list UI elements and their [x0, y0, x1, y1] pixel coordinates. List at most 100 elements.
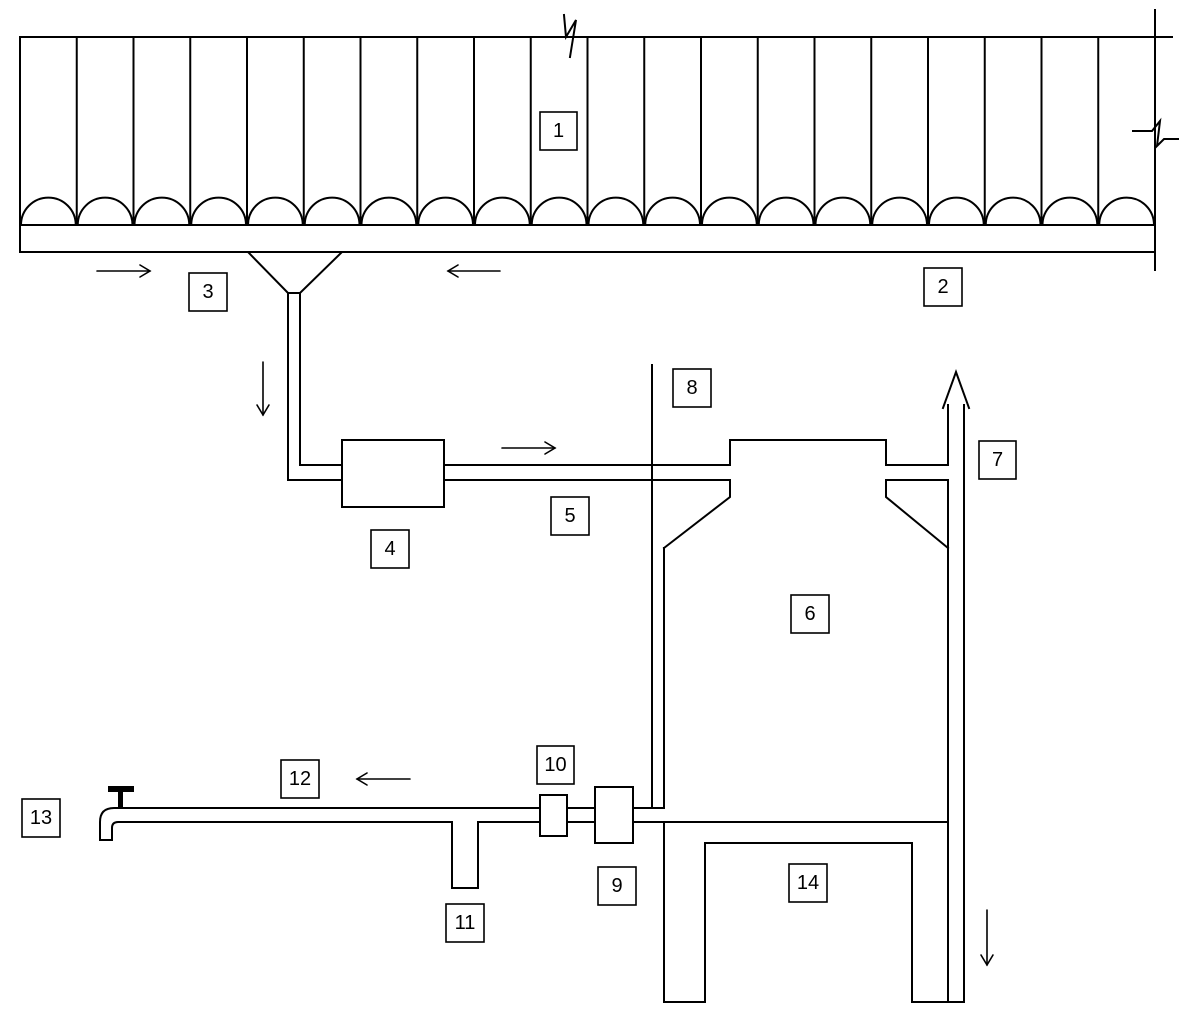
- roof-tile-end: [190, 196, 248, 227]
- tap-handle: [108, 786, 134, 792]
- callout-number: 7: [992, 449, 1003, 471]
- callout-14: 14: [788, 863, 828, 903]
- arrow-head: [139, 264, 152, 278]
- callout-9: 9: [597, 866, 637, 906]
- roof-tile-end: [644, 196, 702, 227]
- callout-number: 2: [937, 276, 948, 298]
- gutter: [19, 224, 1156, 253]
- inlet-pipe: [443, 439, 950, 550]
- inlet-pipe-bottom-wall: [443, 479, 731, 550]
- callout-box: [21, 798, 61, 838]
- callout-box: [536, 745, 575, 785]
- callout-11: 11: [445, 903, 485, 943]
- arrow-right-icon: [96, 264, 152, 278]
- roof-tiles: [19, 36, 1156, 227]
- valve-unit: [539, 794, 568, 837]
- callout-12: 12: [280, 759, 320, 799]
- callout-2: 2: [923, 267, 963, 307]
- roof-tile-end: [133, 196, 191, 227]
- roof-tile-end: [700, 196, 758, 227]
- roof-tile-end: [1041, 196, 1099, 227]
- arrow-down-icon: [256, 361, 270, 417]
- tap-icon: [99, 786, 134, 841]
- roof-tile-end: [814, 196, 872, 227]
- callout-number: 14: [797, 872, 819, 894]
- callout-number: 10: [544, 754, 566, 776]
- inlet-pipe-top-wall: [443, 439, 949, 466]
- callout-box: [280, 759, 320, 799]
- downpipe-outer-wall: [287, 292, 343, 481]
- callout-box: [788, 863, 828, 903]
- roof-tile-end: [871, 196, 929, 227]
- callout-number: 9: [611, 875, 622, 897]
- callout-number: 5: [564, 505, 575, 527]
- callout-number: 3: [202, 281, 213, 303]
- roof: [19, 9, 1179, 271]
- callout-box: [978, 440, 1017, 480]
- callout-10: 10: [536, 745, 575, 785]
- callout-13: 13: [21, 798, 61, 838]
- arrow-left-icon: [355, 772, 411, 786]
- arrow-head: [446, 264, 459, 278]
- callout-number: 13: [30, 807, 52, 829]
- stand-frame: [663, 842, 949, 1003]
- callout-number: 8: [686, 377, 697, 399]
- roof-tile-end: [530, 196, 588, 227]
- mesh-funnel-filter: [245, 251, 345, 294]
- callout-box: [445, 903, 485, 943]
- filter-box: [341, 439, 445, 508]
- callout-7: 7: [978, 440, 1017, 480]
- pump-unit: [594, 786, 634, 844]
- overflow-pipe: [941, 369, 971, 1003]
- outlet-pipe: [129, 786, 634, 889]
- downpipe-inner-wall: [299, 292, 343, 466]
- callout-1: 1: [539, 111, 578, 151]
- roof-tile-end: [303, 196, 361, 227]
- arrow-head: [544, 441, 557, 455]
- tank-stand: [663, 821, 949, 1003]
- callout-box: [188, 272, 228, 312]
- callout-box: [672, 368, 712, 408]
- callout-5: 5: [550, 496, 590, 536]
- roof-tile-end: [757, 196, 815, 227]
- flow-arrows: [96, 264, 994, 967]
- roof-tile-end: [473, 196, 531, 227]
- callout-box: [790, 594, 830, 634]
- storage-tank: [632, 547, 949, 823]
- arrow-down-icon: [980, 909, 994, 967]
- downpipe: [287, 292, 343, 481]
- arrow-head: [355, 772, 368, 786]
- callout-3: 3: [188, 272, 228, 312]
- roof-tile-end: [76, 196, 134, 227]
- tank-top-right-wall: [885, 479, 950, 550]
- callout-box: [370, 529, 410, 569]
- drain-trap: [451, 821, 479, 889]
- callout-box: [597, 866, 637, 906]
- callout-box: [539, 111, 578, 151]
- roof-tile-end: [246, 196, 304, 227]
- top-break-symbol: [562, 13, 577, 59]
- roof-tile-end: [360, 196, 418, 227]
- callouts: 1 2 3 4 5 6 7 8: [21, 111, 1017, 943]
- tap-spout: [99, 807, 130, 841]
- arrow-head: [256, 404, 270, 417]
- roof-tile-end: [984, 196, 1042, 227]
- arrow-head: [980, 954, 994, 967]
- vent-arrowhead-icon: [941, 369, 971, 410]
- roof-tile-end: [927, 196, 985, 227]
- callout-number: 1: [553, 120, 564, 142]
- callout-number: 6: [804, 603, 815, 625]
- callout-4: 4: [370, 529, 410, 569]
- tap-stem: [118, 791, 123, 808]
- roof-tile-end: [19, 196, 77, 227]
- roof-tile-end: [1098, 196, 1156, 227]
- roof-tile-end: [587, 196, 645, 227]
- callout-number: 12: [289, 768, 311, 790]
- callout-8: 8: [672, 368, 712, 408]
- callout-number: 11: [455, 912, 476, 934]
- callout-number: 4: [384, 538, 395, 560]
- callout-6: 6: [790, 594, 830, 634]
- arrow-right-icon: [501, 441, 557, 455]
- callout-box: [923, 267, 963, 307]
